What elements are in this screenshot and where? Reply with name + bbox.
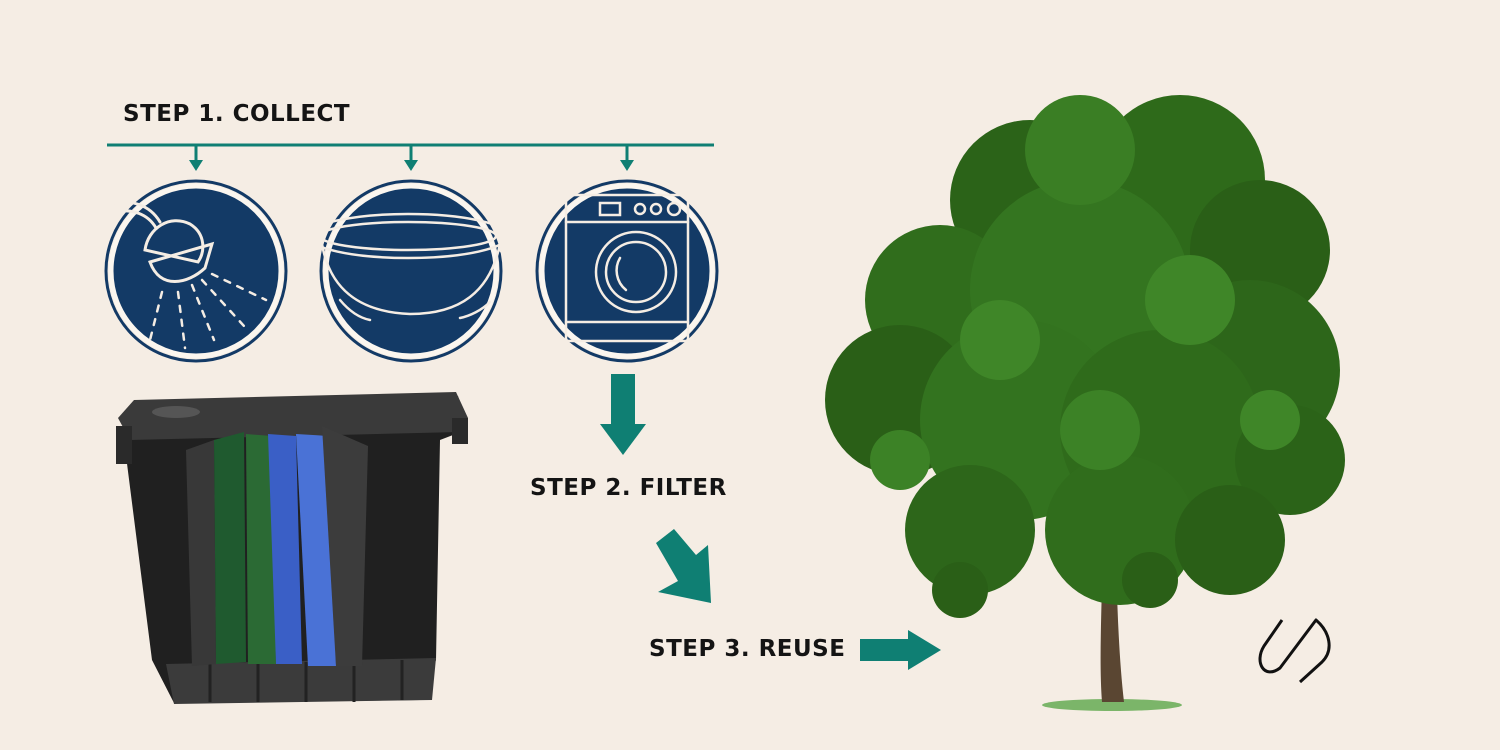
shower-icon (106, 200, 268, 350)
brand-logo (1258, 618, 1331, 684)
bathtub-icon (306, 212, 512, 322)
step-3-reuse-label: STEP 3. REUSE (649, 636, 846, 662)
washing-machine-icon (564, 193, 690, 343)
tree-foliage (825, 95, 1345, 618)
arrow-to-tree (860, 630, 941, 670)
arrow-to-reuse (656, 529, 711, 603)
collect-bracket (107, 143, 714, 171)
shower-circle (104, 179, 288, 363)
arrow-to-filter (600, 374, 646, 455)
step-1-collect-label: STEP 1. COLLECT (123, 101, 351, 127)
bathtub-circle (306, 179, 512, 363)
filter-unit-image (116, 392, 468, 704)
tree-image (825, 95, 1345, 711)
filter-media-layers (186, 426, 368, 666)
washing-machine-circle (535, 179, 719, 363)
step-2-filter-label: STEP 2. FILTER (530, 475, 727, 501)
